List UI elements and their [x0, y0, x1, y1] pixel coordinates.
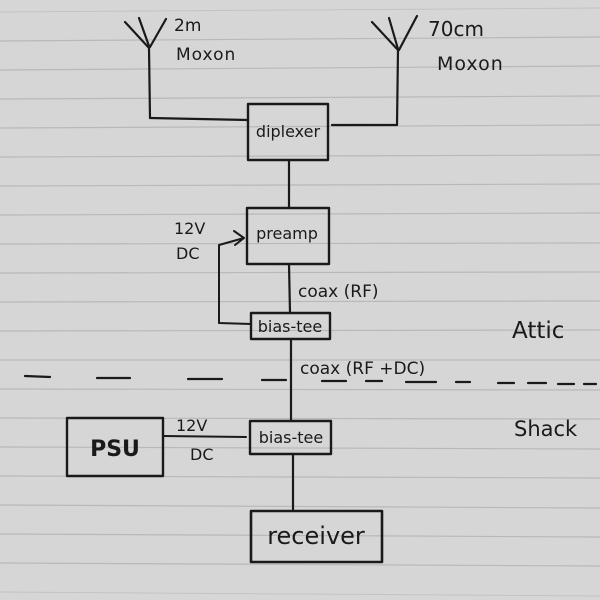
antenna-70cm-band-label: 70cm: [428, 17, 484, 41]
antenna-2m-feed-line: [148, 116, 250, 122]
preamp-dc-feed-line: [218, 237, 252, 325]
preamp-biastee-line: [287, 262, 292, 315]
antenna-2m-type-label: Moxon: [176, 45, 236, 65]
preamp-power-voltage-label: 12V: [174, 219, 205, 238]
zone-shack-label: Shack: [514, 417, 578, 441]
dc-arrow-icon: [233, 230, 245, 246]
bias-tee-shack-label: bias-tee: [259, 428, 323, 447]
coax-rf-label: coax (RF): [298, 282, 378, 302]
diplexer-label: diplexer: [256, 122, 321, 141]
antenna-2m-icon: [123, 16, 168, 120]
ruled-lines: [0, 7, 600, 597]
psu-power-voltage-label: 12V: [176, 416, 207, 435]
floor-divider-line: [23, 374, 598, 386]
bias-tee-attic-label: bias-tee: [258, 317, 322, 336]
preamp-label: preamp: [256, 224, 318, 243]
zone-attic-label: Attic: [512, 318, 564, 344]
antenna-70cm-type-label: Moxon: [437, 53, 504, 75]
psu-dc-line: [162, 435, 247, 438]
antenna-2m-band-label: 2m: [174, 16, 201, 36]
receiver-block: [249, 509, 384, 564]
preamp-power-type-label: DC: [176, 244, 200, 263]
antenna-70cm-icon: [330, 14, 419, 127]
psu-label: PSU: [90, 437, 140, 462]
psu-power-type-label: DC: [190, 445, 214, 464]
receiver-label: receiver: [267, 522, 365, 550]
coax-rf-dc-label: coax (RF +DC): [300, 359, 425, 379]
psu-block: [65, 416, 165, 478]
bias-tee-shack-block: [248, 419, 333, 456]
